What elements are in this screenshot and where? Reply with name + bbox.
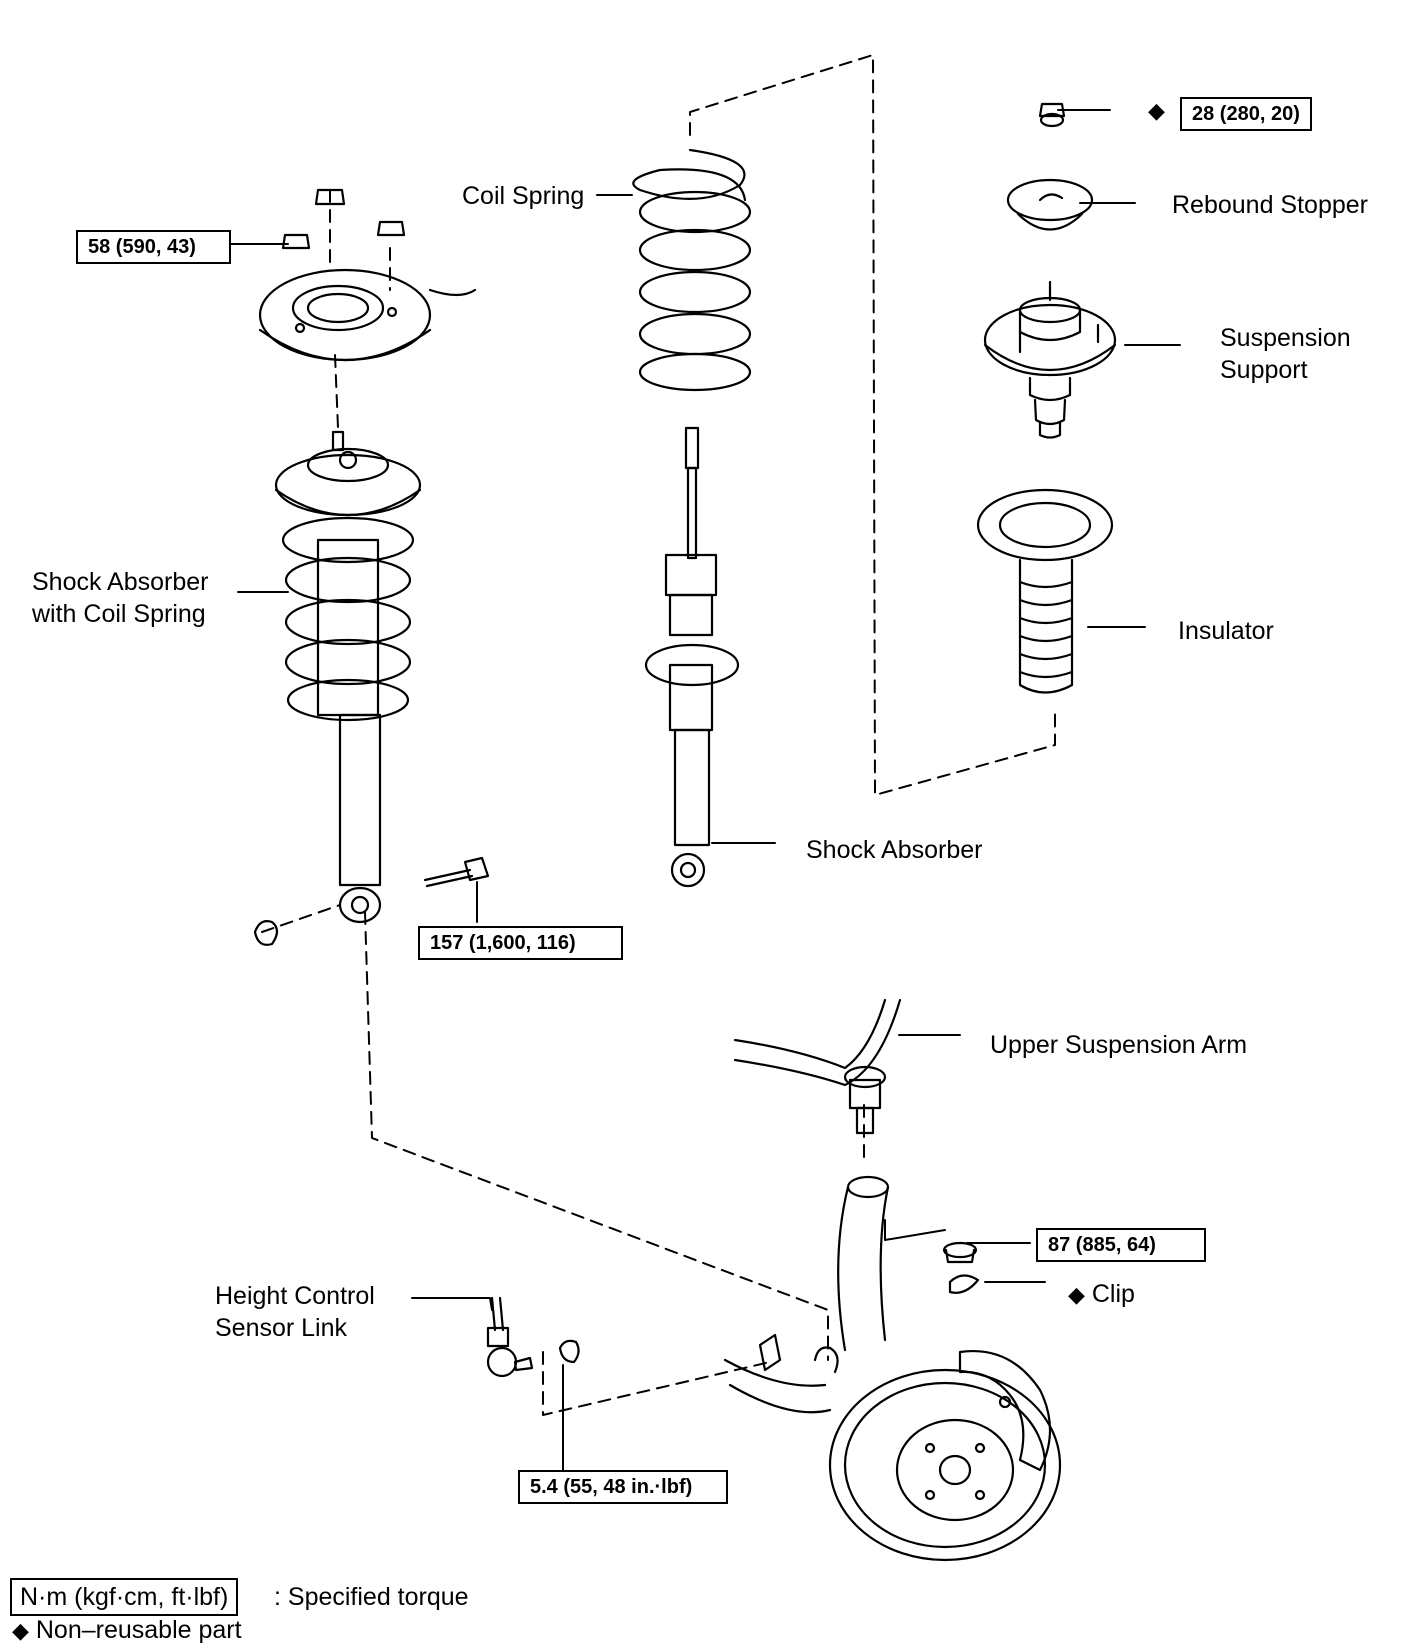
clip-drawing (948, 1274, 980, 1294)
assembly-dashed-lines (261, 54, 1056, 1416)
label-height-sensor-line1: Height Control (215, 1282, 375, 1310)
top-nut-non-reusable-diamond-icon: ◆ (1148, 98, 1165, 123)
upper-mount-drawing (258, 188, 477, 362)
legend-diamond-icon: ◆ (12, 1618, 29, 1643)
arm-nut-drawing (942, 1241, 978, 1264)
torque-box-top-nut: 28 (280, 20) (1180, 97, 1312, 131)
label-insulator: Insulator (1178, 617, 1274, 645)
upper-suspension-arm-drawing (733, 998, 902, 1135)
insulator-drawing (976, 488, 1114, 694)
shock-absorber-drawing (644, 426, 740, 888)
label-shock-absorber: Shock Absorber (806, 836, 983, 864)
legend-non-reusable: ◆ Non–reusable part (12, 1614, 242, 1647)
height-sensor-link-drawing (486, 1296, 580, 1378)
legend-non-reusable-text: Non–reusable part (35, 1616, 242, 1644)
label-suspension-support-line2: Support (1220, 356, 1308, 384)
torque-box-sensor-nut: 5.4 (55, 48 in.·lbf) (518, 1470, 728, 1504)
non-reusable-diamond-icon: ◆ (1068, 1282, 1085, 1307)
label-height-sensor-line2: Sensor Link (215, 1314, 348, 1342)
rebound-stopper-drawing (1006, 178, 1094, 231)
label-suspension-support-line1: Suspension (1220, 324, 1351, 352)
torque-box-lower-bolt: 157 (1,600, 116) (418, 926, 623, 960)
label-upper-suspension-arm: Upper Suspension Arm (990, 1031, 1248, 1059)
coil-spring-drawing (632, 148, 752, 392)
legend-torque-description: : Specified torque (274, 1583, 469, 1611)
label-rebound-stopper: Rebound Stopper (1172, 191, 1368, 219)
steering-knuckle-drawing (723, 1175, 890, 1414)
suspension-support-drawing (983, 280, 1117, 439)
brake-disc-drawing (828, 1350, 1062, 1562)
label-shock-with-spring-line1: Shock Absorber (32, 568, 209, 596)
torque-box-support-nuts: 58 (590, 43) (76, 230, 231, 264)
leader-lines (229, 109, 1181, 1471)
top-nut-drawing (1038, 102, 1066, 128)
label-coil-spring: Coil Spring (462, 182, 585, 210)
clip-text: Clip (1091, 1280, 1135, 1308)
legend-torque-unit-box: N·m (kgf·cm, ft·lbf) (10, 1578, 239, 1616)
torque-box-arm-nut: 87 (885, 64) (1036, 1228, 1206, 1262)
label-clip: ◆ Clip (1068, 1278, 1135, 1311)
label-shock-with-spring-line2: with Coil Spring (32, 600, 206, 628)
shock-with-spring-drawing (253, 430, 490, 946)
